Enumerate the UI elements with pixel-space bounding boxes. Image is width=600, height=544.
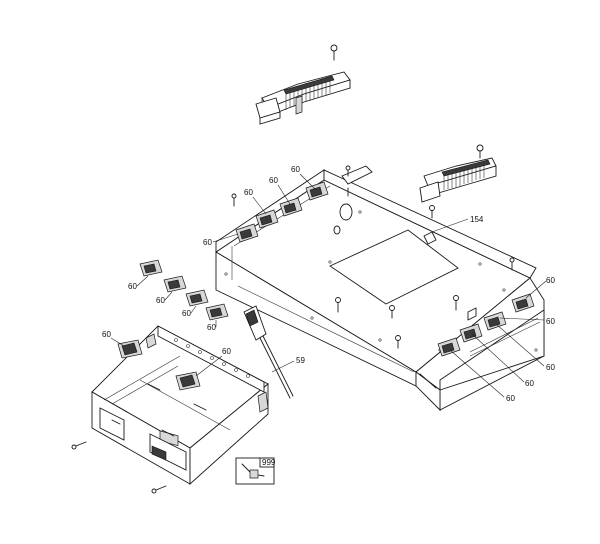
terminal-block-assembly-right	[419, 144, 497, 219]
callout-60-m: 60	[546, 363, 555, 372]
callout-999: 999	[262, 458, 276, 467]
cable-clamp-row-upper	[235, 181, 329, 243]
callout-60-i: 60	[102, 330, 111, 339]
screwdriver-tool	[243, 305, 294, 399]
callout-154: 154	[470, 215, 484, 224]
callout-60-k: 60	[546, 276, 555, 285]
callout-59: 59	[296, 356, 305, 365]
callout-60-h: 60	[207, 323, 216, 332]
callout-60-j: 60	[222, 347, 231, 356]
callout-60-o: 60	[506, 394, 515, 403]
callout-60-c: 60	[244, 188, 253, 197]
callout-60-f: 60	[156, 296, 165, 305]
callout-labels: 60 60 60 60 60 60 60 60 60 60 154 60 60 …	[102, 165, 555, 467]
main-chassis-tray	[215, 165, 545, 412]
callout-60-e: 60	[128, 282, 137, 291]
terminal-block-assembly-top	[255, 44, 351, 125]
callout-60-d: 60	[203, 238, 212, 247]
sub-chassis-box	[71, 325, 269, 494]
inset-detail-999	[235, 457, 275, 485]
callout-60-l: 60	[546, 317, 555, 326]
callout-60-a: 60	[291, 165, 300, 174]
callout-60-g: 60	[182, 309, 191, 318]
cable-clamp-row-loose	[139, 259, 229, 321]
callout-60-n: 60	[525, 379, 534, 388]
callout-60-b: 60	[269, 176, 278, 185]
